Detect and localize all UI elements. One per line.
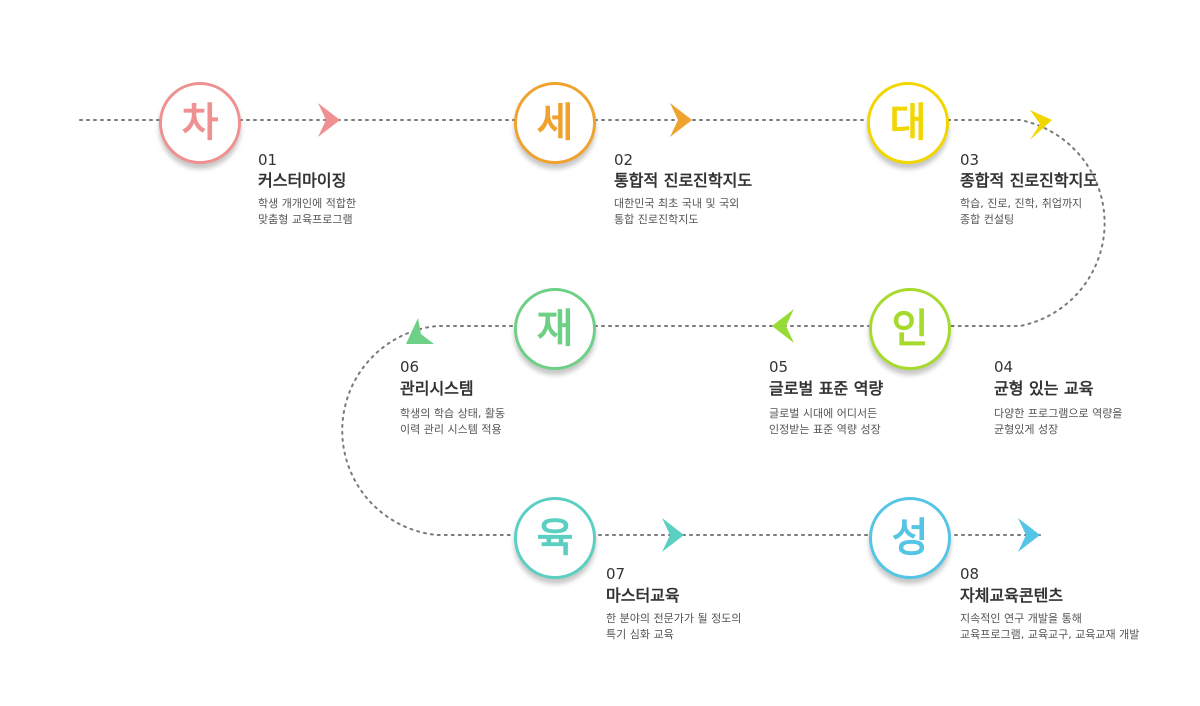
step-number: 06 — [400, 358, 420, 376]
step-title: 글로벌 표준 역량 — [769, 379, 884, 398]
arrow-down-left-icon — [406, 318, 434, 344]
arrow-right-icon — [1018, 518, 1040, 552]
step-description: 학생의 학습 상태, 활동 이력 관리 시스템 적용 — [400, 407, 506, 436]
step-description: 한 분야의 전문가가 될 정도의 특기 심화 교육 — [606, 612, 742, 641]
step-description: 지속적인 연구 개발을 통해 교육프로그램, 교육교구, 교육교재 개발 — [960, 612, 1140, 641]
step-description: 글로벌 시대에 어디서든 인정받는 표준 역량 성장 — [769, 407, 881, 436]
step-description: 학습, 진로, 진학, 취업까지 종합 컨설팅 — [960, 197, 1083, 226]
arrow-left-icon — [772, 309, 794, 343]
step-circle: 성 — [869, 497, 951, 579]
step-number: 05 — [769, 358, 789, 376]
dotted-connector — [79, 119, 1106, 536]
step-title: 마스터교육 — [606, 586, 680, 605]
step-title: 자체교육콘텐츠 — [960, 586, 1064, 605]
step-number: 01 — [258, 151, 278, 169]
step-circle: 인 — [869, 288, 951, 370]
step-title: 관리시스템 — [400, 379, 474, 398]
step-circle: 세 — [514, 82, 596, 164]
step-description: 학생 개개인에 적합한 맞춤형 교육프로그램 — [258, 197, 357, 226]
step-title: 균형 있는 교육 — [994, 379, 1094, 398]
step-number: 03 — [960, 151, 980, 169]
step-number: 08 — [960, 565, 980, 583]
step-description: 대한민국 최초 국내 및 국외 통합 진로진학지도 — [614, 197, 740, 226]
step-circle: 재 — [514, 288, 596, 370]
step-number: 04 — [994, 358, 1014, 376]
arrow-right-icon — [662, 518, 684, 552]
arrow-right-icon — [318, 103, 340, 137]
step-description: 다양한 프로그램으로 역량을 균형있게 성장 — [994, 407, 1123, 436]
step-circle: 대 — [867, 82, 949, 164]
step-circle: 육 — [514, 497, 596, 579]
step-title: 커스터마이징 — [258, 171, 347, 190]
step-number: 07 — [606, 565, 626, 583]
step-circle: 차 — [159, 82, 241, 164]
step-title: 종합적 진로진학지도 — [960, 171, 1099, 190]
arrow-down-right-icon — [1030, 110, 1052, 140]
step-number: 02 — [614, 151, 634, 169]
arrow-right-icon — [670, 103, 692, 137]
step-title: 통합적 진로진학지도 — [614, 171, 753, 190]
